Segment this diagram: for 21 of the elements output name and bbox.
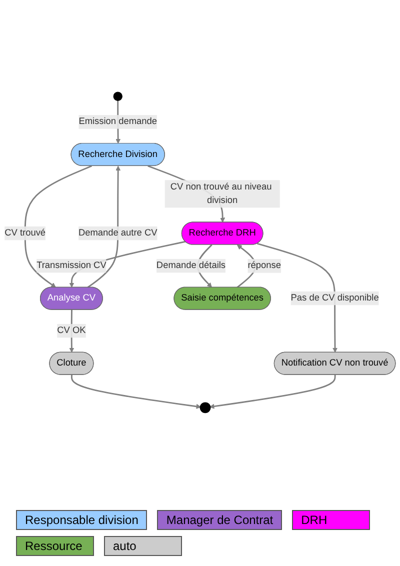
edge-label: réponse bbox=[248, 260, 281, 271]
node-circle bbox=[113, 92, 122, 101]
edge-label: CV non trouvé au niveau division bbox=[170, 182, 272, 206]
edge-label: CV trouvé bbox=[4, 228, 46, 238]
arrow bbox=[70, 374, 202, 409]
legend-entry: Ressource bbox=[16, 536, 94, 556]
legend-entry: Manager de Contrat bbox=[157, 510, 282, 530]
legend-entry: DRH bbox=[292, 510, 370, 530]
legend-entry: auto bbox=[104, 536, 182, 556]
edge-label: Transmission CV bbox=[36, 260, 106, 270]
edge-label: Pas de CV disponible bbox=[290, 293, 379, 303]
edge-label: Demande détails bbox=[156, 260, 226, 270]
edge-label: Demande autre CV bbox=[78, 228, 158, 238]
legend-entry: Responsable division bbox=[16, 510, 148, 530]
arrow bbox=[24, 165, 92, 288]
arrow bbox=[256, 242, 338, 353]
edge-label: CV OK bbox=[57, 326, 86, 336]
edge-label: Emission demande bbox=[78, 116, 158, 127]
arrow bbox=[209, 374, 336, 409]
arrow bbox=[87, 166, 121, 288]
node-circle bbox=[200, 402, 211, 414]
